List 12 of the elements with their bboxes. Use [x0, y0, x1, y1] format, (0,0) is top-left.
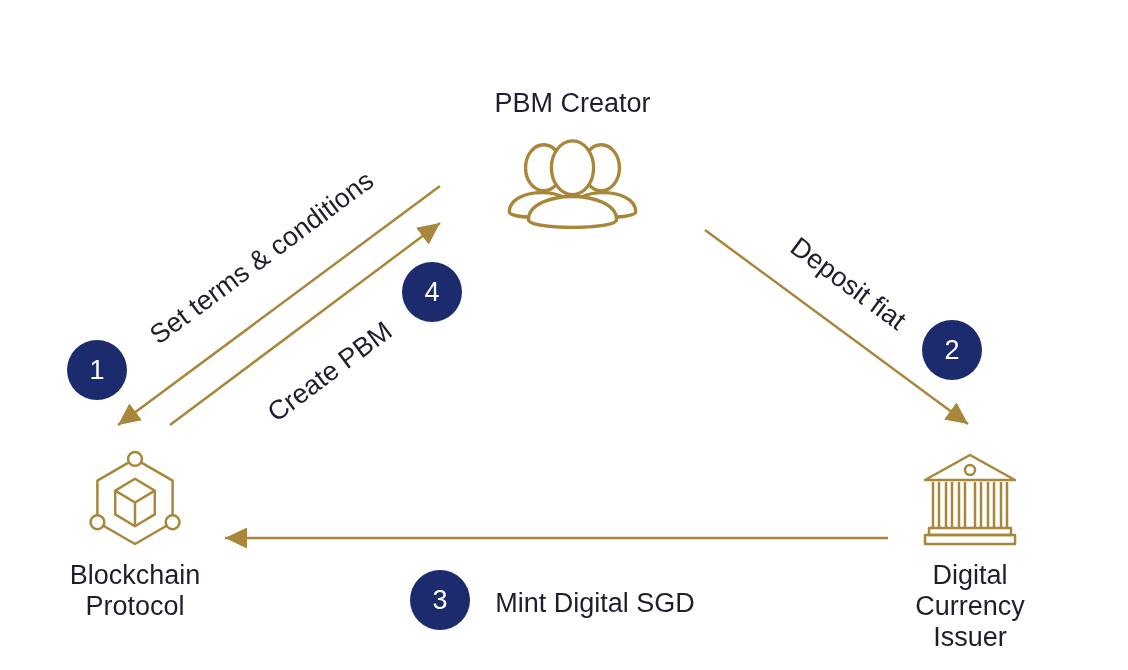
callout-number: 4 — [402, 262, 462, 322]
edge-label: Mint Digital SGD — [495, 587, 695, 619]
node-label: PBM Creator — [494, 88, 651, 119]
arrow — [225, 527, 888, 549]
arrow — [117, 185, 441, 426]
arrow — [169, 222, 441, 426]
callout-number: 3 — [410, 570, 470, 630]
arrow — [704, 229, 969, 425]
node-label: Blockchain Protocol — [68, 560, 202, 622]
node-label: Digital Currency Issuer — [914, 560, 1026, 653]
callout-number: 2 — [922, 320, 982, 380]
callout-number: 1 — [67, 340, 127, 400]
